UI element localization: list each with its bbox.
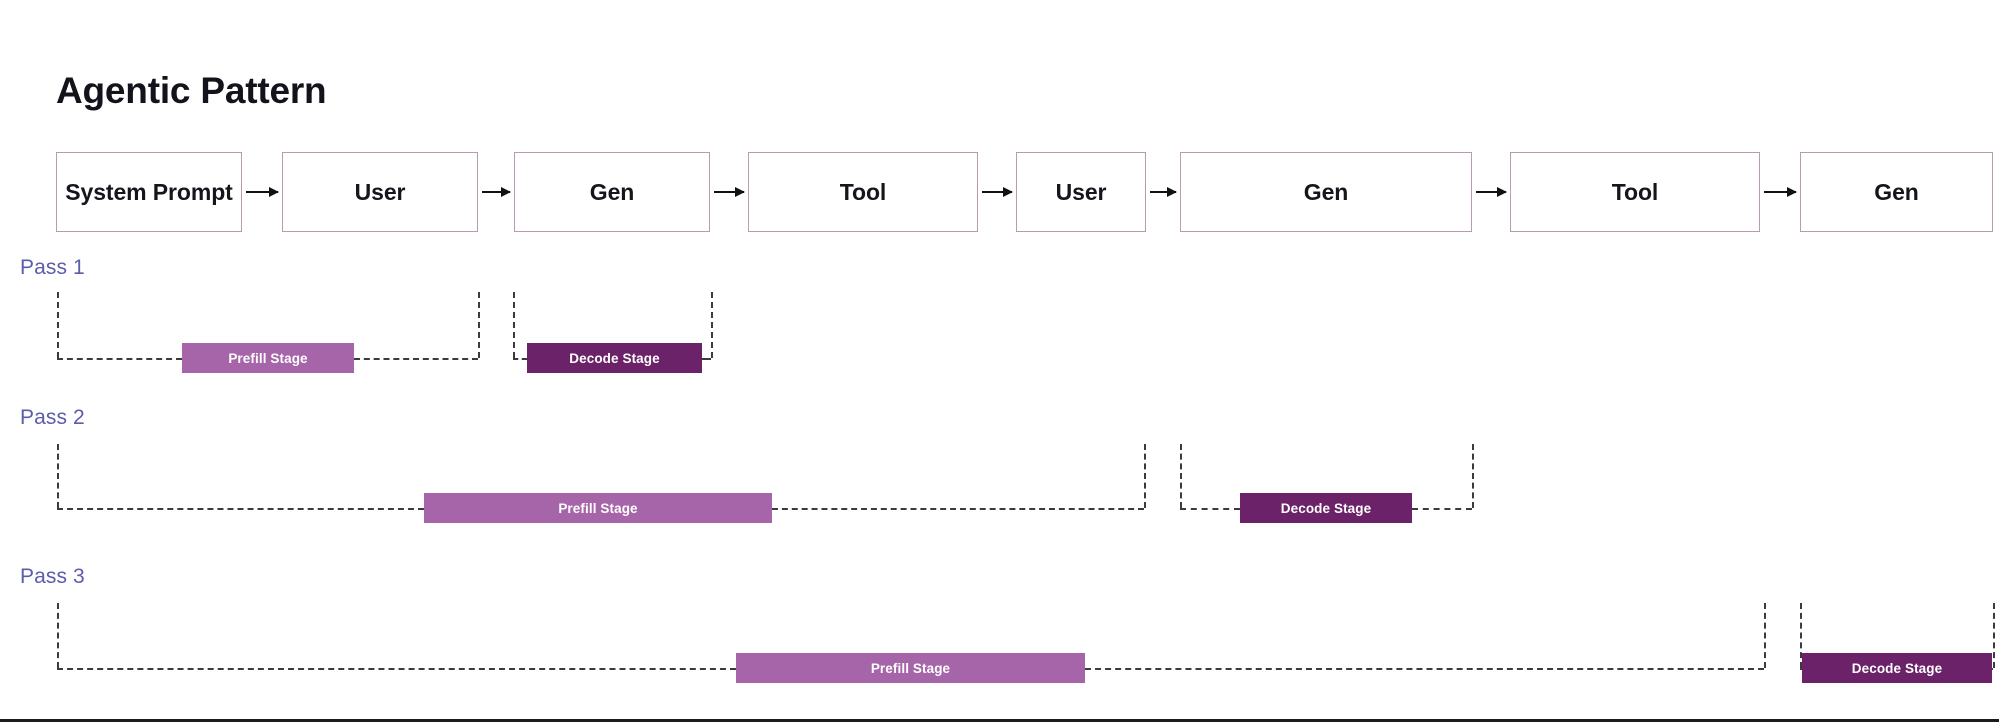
pipeline-box-label: User	[1055, 178, 1107, 205]
arrow-right-icon-0	[246, 186, 279, 197]
pass-2-prefill-lead-line	[57, 508, 424, 510]
pass-label-2: Pass 2	[20, 406, 85, 429]
pass-2-decode-bar[interactable]: Decode Stage	[1240, 493, 1412, 523]
pass-3-decode-end-tick	[1993, 603, 1995, 668]
pass-3-decode-start-tick	[1800, 603, 1802, 668]
arrow-right-icon-3	[982, 186, 1013, 197]
arrow-right-icon-1	[482, 186, 511, 197]
pass-3-decode-trail-line	[1992, 668, 1993, 670]
prefill-bar-label: Prefill Stage	[228, 350, 308, 366]
arrow-right-icon-4	[1150, 186, 1177, 197]
pass-1-prefill-bar[interactable]: Prefill Stage	[182, 343, 354, 373]
pass-3-decode-bar[interactable]: Decode Stage	[1802, 653, 1992, 683]
pipeline-box-label: User	[354, 178, 406, 205]
pass-3-prefill-trail-line	[1085, 668, 1764, 670]
pass-3-prefill-lead-line	[57, 668, 736, 670]
pipeline-box-tool-6[interactable]: Tool	[1510, 152, 1760, 232]
arrow-right-icon-5	[1476, 186, 1507, 197]
pass-1-decode-bar[interactable]: Decode Stage	[527, 343, 702, 373]
pass-1-prefill-end-tick	[478, 292, 480, 358]
pipeline-box-label: Gen	[1303, 178, 1349, 205]
pass-1-prefill-trail-line	[354, 358, 478, 360]
pass-2-prefill-start-tick	[57, 444, 59, 508]
pipeline-box-user-1[interactable]: User	[282, 152, 478, 232]
pipeline-box-label: Tool	[839, 178, 887, 205]
pipeline-box-gen-2[interactable]: Gen	[514, 152, 710, 232]
pipeline-box-system-prompt-0[interactable]: System Prompt	[56, 152, 242, 232]
pass-2-decode-trail-line	[1412, 508, 1472, 510]
page-title: Agentic Pattern	[56, 70, 327, 111]
decode-bar-label: Decode Stage	[1851, 660, 1943, 676]
pass-1-decode-trail-line	[702, 358, 711, 360]
pass-2-decode-lead-line	[1180, 508, 1240, 510]
pass-2-decode-end-tick	[1472, 444, 1474, 508]
prefill-bar-label: Prefill Stage	[870, 660, 951, 676]
pass-3-prefill-bar[interactable]: Prefill Stage	[736, 653, 1085, 683]
pass-1-decode-lead-line	[513, 358, 527, 360]
pass-2-prefill-end-tick	[1144, 444, 1146, 508]
pass-3-prefill-end-tick	[1764, 603, 1766, 668]
pipeline-row: System Prompt User Gen Tool User Gen Tool Gen	[0, 152, 1999, 234]
pipeline-box-user-4[interactable]: User	[1016, 152, 1146, 232]
arrow-right-icon-2	[714, 186, 745, 197]
pass-2-prefill-trail-line	[772, 508, 1144, 510]
pass-1-decode-end-tick	[711, 292, 713, 358]
pipeline-box-label: Gen	[1874, 178, 1919, 205]
pipeline-box-label: System Prompt	[65, 178, 233, 205]
pipeline-box-gen-7[interactable]: Gen	[1800, 152, 1993, 232]
pass-2-decode-start-tick	[1180, 444, 1182, 508]
arrow-right-icon-6	[1764, 186, 1797, 197]
pass-1-decode-start-tick	[513, 292, 515, 358]
decode-bar-label: Decode Stage	[1280, 500, 1372, 516]
pass-3-decode-lead-line	[1800, 668, 1802, 670]
pipeline-box-tool-3[interactable]: Tool	[748, 152, 978, 232]
decode-bar-label: Decode Stage	[569, 350, 660, 366]
pass-label-1: Pass 1	[20, 256, 85, 279]
pass-1-prefill-start-tick	[57, 292, 59, 358]
pipeline-box-gen-5[interactable]: Gen	[1180, 152, 1472, 232]
pass-2-prefill-bar[interactable]: Prefill Stage	[424, 493, 772, 523]
bottom-rule	[0, 719, 1999, 722]
pass-label-3: Pass 3	[20, 565, 85, 588]
pass-3-prefill-start-tick	[57, 603, 59, 668]
pipeline-box-label: Gen	[589, 178, 635, 205]
pass-1-prefill-lead-line	[57, 358, 182, 360]
pipeline-box-label: Tool	[1611, 178, 1659, 205]
prefill-bar-label: Prefill Stage	[558, 500, 638, 516]
